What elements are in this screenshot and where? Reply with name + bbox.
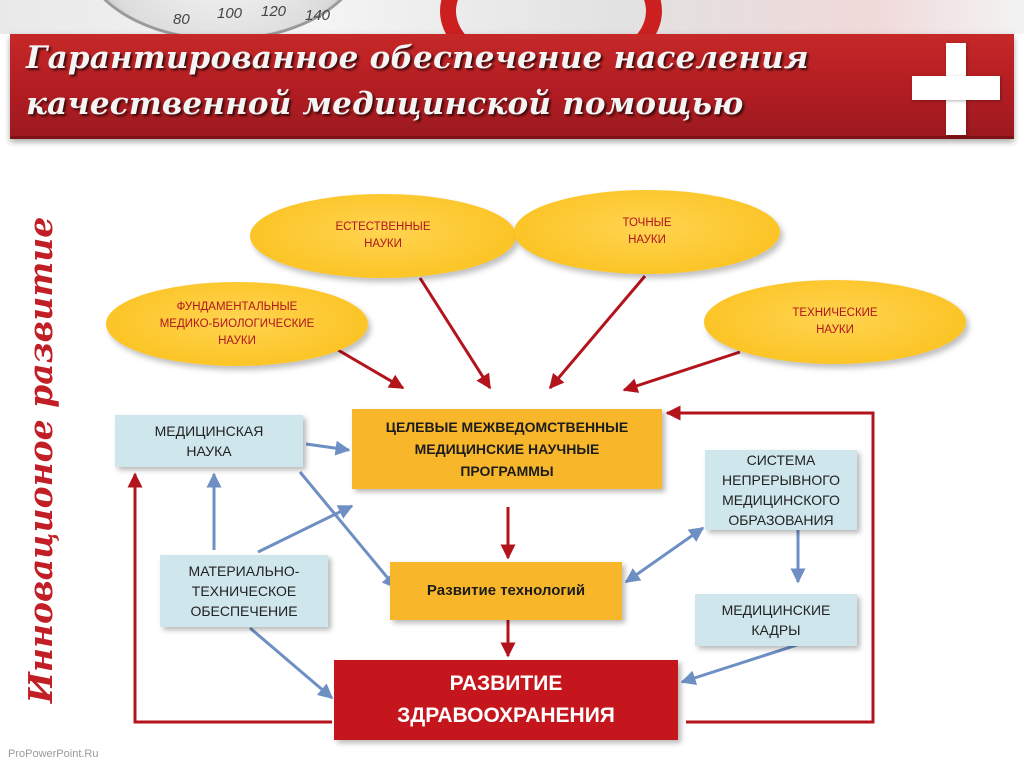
page-title-line-2: качественной медицинской помощью xyxy=(26,86,744,122)
box-tech-development: Развитие технологий xyxy=(390,562,622,620)
arrow-medical-science-to-tech xyxy=(298,471,398,590)
medical-cross-icon-bar xyxy=(912,76,1000,100)
ellipse-exact-sciences: ТОЧНЫЕ НАУКИ xyxy=(514,190,780,274)
arrow-material-to-programs xyxy=(257,504,354,554)
stethoscope-tube-icon xyxy=(440,0,662,34)
arrow-staff-to-healthcare xyxy=(680,642,801,686)
ellipse-fundamental-sciences: ФУНДАМЕНТАЛЬНЫЕ МЕДИКО-БИОЛОГИЧЕСКИЕ НАУ… xyxy=(106,282,368,366)
ellipse-natural-sciences: ЕСТЕСТВЕННЫЕ НАУКИ xyxy=(250,194,516,278)
header-photo-strip: 80 100 120 140 xyxy=(0,0,1024,34)
ellipse-technical-sciences-label: ТЕХНИЧЕСКИЕ НАУКИ xyxy=(792,307,878,336)
box-medical-science: МЕДИЦИНСКАЯ НАУКА xyxy=(115,415,303,467)
arrow-education-to-tech xyxy=(624,526,705,584)
box-interagency-programs: ЦЕЛЕВЫЕ МЕЖВЕДОМСТВЕННЫЕ МЕДИЦИНСКИЕ НАУ… xyxy=(352,409,662,489)
gauge-number: 100 xyxy=(217,5,243,22)
arrow-exact-to-programs xyxy=(548,275,647,390)
arrow-technical-to-programs xyxy=(622,350,741,393)
page-title-line-1: Гарантированное обеспечение населения xyxy=(26,40,809,76)
gauge-number: 120 xyxy=(261,3,287,20)
arrow-fundamental-to-programs xyxy=(337,348,405,390)
box-continuous-education: СИСТЕМА НЕПРЕРЫВНОГО МЕДИЦИНСКОГО ОБРАЗО… xyxy=(705,450,857,530)
gauge-number: 80 xyxy=(173,11,190,28)
title-banner: Гарантированное обеспечение населения ка… xyxy=(10,34,1014,139)
box-medical-staff: МЕДИЦИНСКИЕ КАДРЫ xyxy=(695,594,857,646)
arrow-natural-to-programs xyxy=(418,277,492,390)
arrow-healthcare-to-medical-science-loop xyxy=(127,472,332,724)
footer-watermark: ProPowerPoint.Ru xyxy=(8,748,99,760)
ellipse-technical-sciences: ТЕХНИЧЕСКИЕ НАУКИ xyxy=(704,280,966,364)
arrow-healthcare-to-programs-loop xyxy=(665,405,875,724)
box-healthcare-development: РАЗВИТИЕ ЗДРАВООХРАНЕНИЯ xyxy=(334,660,678,740)
ellipse-fundamental-sciences-label: ФУНДАМЕНТАЛЬНЫЕ МЕДИКО-БИОЛОГИЧЕСКИЕ НАУ… xyxy=(159,300,315,347)
ellipse-exact-sciences-label: ТОЧНЫЕ НАУКИ xyxy=(622,217,672,246)
arrow-medical-science-to-programs xyxy=(305,440,351,456)
box-material-support: МАТЕРИАЛЬНО- ТЕХНИЧЕСКОЕ ОБЕСПЕЧЕНИЕ xyxy=(160,555,328,627)
gauge-number: 140 xyxy=(305,7,331,24)
arrow-material-to-healthcare xyxy=(249,626,334,700)
ellipse-natural-sciences-label: ЕСТЕСТВЕННЫЕ НАУКИ xyxy=(335,221,431,250)
